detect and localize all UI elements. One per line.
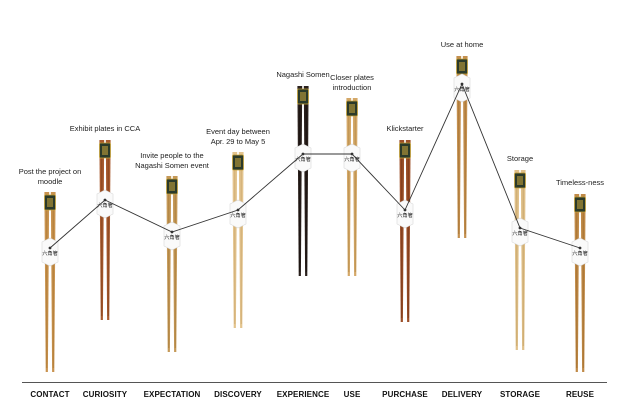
stage-label: DELIVERY xyxy=(441,390,483,399)
badge-emblem-icon xyxy=(459,62,465,71)
badge-emblem-icon xyxy=(102,146,108,155)
badge-emblem-icon xyxy=(577,200,583,209)
touchpoint-note: Invite people to the Nagashi Somen event xyxy=(135,151,209,170)
touchpoint-note: Post the project on moodle xyxy=(18,167,82,186)
stage-label: REUSE xyxy=(565,390,595,399)
stage-label: CONTACT xyxy=(30,390,70,399)
stage-label: PURCHASE xyxy=(382,390,428,399)
chopstick-pair: 六角箸 xyxy=(163,176,181,352)
brand-mark: 六角箸 xyxy=(397,211,413,219)
badge-emblem-icon xyxy=(300,92,306,101)
brand-mark: 六角箸 xyxy=(97,201,113,209)
paper-sleeve xyxy=(294,143,312,173)
brand-mark: 六角箸 xyxy=(454,85,470,93)
journey-point xyxy=(460,82,464,86)
journey-point xyxy=(103,198,107,202)
brand-mark: 六角箸 xyxy=(230,211,246,219)
badge-emblem-icon xyxy=(235,158,241,167)
stage-label: EXPERIENCE xyxy=(276,390,330,399)
stage-label: EXPECTATION xyxy=(143,390,201,399)
touchpoint-note: Closer plates introduction xyxy=(330,73,374,92)
journey-point xyxy=(236,208,240,212)
paper-sleeve xyxy=(396,199,414,229)
chopstick-pair: 六角箸 xyxy=(343,98,361,276)
journey-line xyxy=(49,82,581,249)
journey-point xyxy=(301,152,305,156)
stage-label: CURIOSITY xyxy=(82,390,128,399)
paper-sleeve xyxy=(511,217,529,247)
journey-point xyxy=(518,226,522,230)
brand-mark: 六角箸 xyxy=(512,229,528,237)
touchpoint-note: Storage xyxy=(506,154,534,163)
brand-mark: 六角箸 xyxy=(572,249,588,257)
brand-mark: 六角箸 xyxy=(42,249,58,257)
timeline-baseline xyxy=(22,382,607,383)
stage-label: STORAGE xyxy=(499,390,541,399)
touchpoint-note: Event day between Apr. 29 to May 5 xyxy=(206,127,270,146)
touchpoint-note: Use at home xyxy=(440,40,484,49)
brand-mark: 六角箸 xyxy=(344,155,360,163)
badge-emblem-icon xyxy=(517,176,523,185)
badge-emblem-icon xyxy=(402,146,408,155)
chopstick-pair: 六角箸 xyxy=(294,86,312,276)
badge-emblem-icon xyxy=(169,182,175,191)
touchpoint-note: Exhibit plates in CCA xyxy=(69,124,141,133)
stage-label: USE xyxy=(343,390,361,399)
journey-point xyxy=(48,246,52,250)
touchpoint-note: Timeless-ness xyxy=(555,178,605,187)
chopstick-pair: 六角箸 xyxy=(396,140,414,322)
journey-point xyxy=(403,208,407,212)
journey-point xyxy=(578,246,582,250)
brand-mark: 六角箸 xyxy=(164,233,180,241)
paper-sleeve xyxy=(343,143,361,173)
paper-sleeve xyxy=(96,189,114,219)
journey-point xyxy=(350,152,354,156)
paper-sleeve xyxy=(163,221,181,251)
chopstick-pair: 六角箸 xyxy=(511,170,529,350)
badge-emblem-icon xyxy=(349,104,355,113)
brand-mark: 六角箸 xyxy=(295,155,311,163)
chopstick-pair: 六角箸 xyxy=(96,140,114,320)
chopstick-pair: 六角箸 xyxy=(229,152,247,328)
badge-emblem-icon xyxy=(47,198,53,207)
touchpoint-note: Klickstarter xyxy=(386,124,424,133)
journey-point xyxy=(170,230,174,234)
chopstick-pair: 六角箸 xyxy=(41,192,59,372)
chopstick-pair: 六角箸 xyxy=(571,194,589,372)
touchpoint-note: Nagashi Somen xyxy=(276,70,330,79)
stage-label: DISCOVERY xyxy=(214,390,262,399)
paper-sleeve xyxy=(571,237,589,267)
